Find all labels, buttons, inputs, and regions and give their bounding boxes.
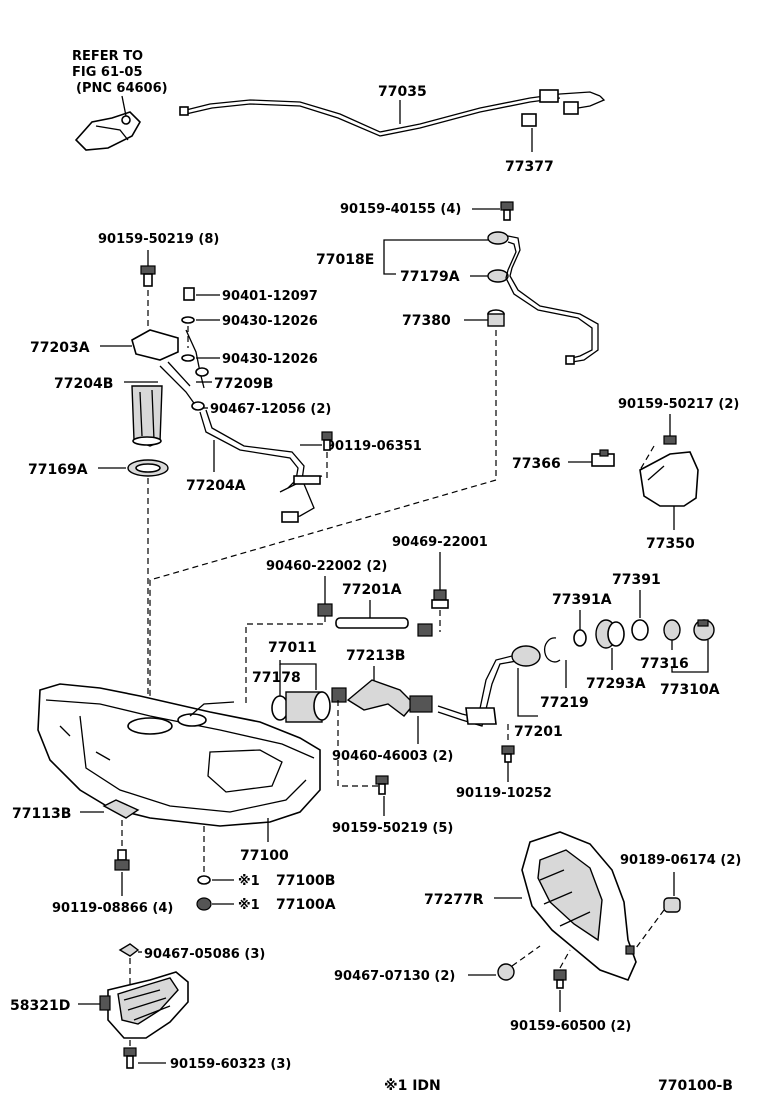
label-90119-06351: 90119-06351 [326,439,422,454]
clamp-90460-22002 [317,603,333,617]
bolt-90119-10252 [501,745,515,763]
bolt-90159-50219-5 [375,775,389,795]
label-77018E: 77018E [316,252,374,268]
label-58321D: 58321D [10,998,70,1014]
ring-77391A [573,629,587,647]
fuel-line-77204A [199,409,323,523]
label-90460-22002: 90460-22002 (2) [266,559,387,574]
clip-90469-22001 [431,589,449,609]
lever-assembly-drawing [74,95,141,151]
label-77201A: 77201A [342,582,402,598]
filler-cap-77310A [663,619,715,641]
bolt-90119-08866 [114,849,130,871]
label-90189-06174: 90189-06174 (2) [620,853,741,868]
bolt-90159-60500 [553,969,567,989]
label-77391A: 77391A [552,592,612,608]
bolt-90159-50219-8 [140,265,156,287]
label-90119-10252: 90119-10252 [456,786,552,801]
label-77310A: 77310A [660,682,720,698]
lid-spring-77366 [591,449,615,467]
gasket-77219 [543,637,561,663]
label-77169A: 77169A [28,462,88,478]
label-77391: 77391 [612,572,661,588]
fuel-pump-drawing [131,329,209,447]
label-77179A: 77179A [400,269,460,285]
label-77213B: 77213B [346,648,405,664]
bolt-90159-60323 [123,1047,137,1069]
shield-58321D [99,971,189,1039]
fuel-tank-77100 [37,683,321,827]
label-90460-46003: 90460-46003 (2) [332,749,453,764]
label-90159-40155: 90159-40155 (4) [340,202,461,217]
breather-hose-77201A [335,617,433,637]
valve-77380 [487,309,505,327]
label-90159-60500: 90159-60500 (2) [510,1019,631,1034]
label-77035: 77035 [378,84,427,100]
label-90159-50217: 90159-50217 (2) [618,397,739,412]
label-77011: 77011 [268,640,317,656]
label-90467-05086: 90467-05086 (3) [144,947,265,962]
grommet-77100A [196,897,212,911]
fuel-lid-77350 [639,451,699,507]
label-77204B: 77204B [54,376,113,392]
filler-neck-77011 [271,687,347,723]
bolt-90159-40155 [500,201,514,221]
refer-line-3: (PNC 64606) [76,81,168,96]
refer-note: REFER TO FIG 61-05 (PNC 64606) [72,49,168,96]
refer-line-1: REFER TO [72,49,143,64]
label-90159-60323: 90159-60323 (3) [170,1057,291,1072]
clip-90467-07130 [497,963,515,981]
label-77100A: 77100A [276,897,336,913]
label-77277R: 77277R [424,892,484,908]
bolt-90119-06351 [321,431,333,451]
label-77113B: 77113B [12,806,71,822]
label-90401-12097: 90401-12097 [222,289,318,304]
pump-gasket-77169A [127,459,169,477]
figure-code: 770100-B [658,1078,733,1094]
label-90467-07130: 90467-07130 (2) [334,969,455,984]
clip-90467-05086 [118,943,140,957]
opener-cable-drawing [179,89,606,137]
label-77100: 77100 [240,848,289,864]
ring-77391 [631,619,649,641]
label-77377: 77377 [505,159,554,175]
grommet-77100B [197,875,211,885]
label-90467-12056: 90467-12056 (2) [210,402,331,417]
bolt-90159-50217 [663,435,677,445]
label-77366: 77366 [512,456,561,472]
label-77203A: 77203A [30,340,90,356]
mark-77100B: ※1 [238,874,260,889]
label-90430-12026-b: 90430-12026 [222,352,318,367]
filler-hose-77213B [346,679,433,717]
label-77380: 77380 [402,313,451,329]
label-90119-08866: 90119-08866 (4) [52,901,173,916]
clip-90189-06174 [663,897,681,913]
protector-77277R [521,831,637,982]
label-77204A: 77204A [186,478,246,494]
label-77219: 77219 [540,695,589,711]
label-77350: 77350 [646,536,695,552]
footer-note: ※1 IDN [384,1078,441,1094]
label-90159-50219-5: 90159-50219 (5) [332,821,453,836]
label-77209B: 77209B [214,376,273,392]
label-90430-12026-a: 90430-12026 [222,314,318,329]
refer-line-2: FIG 61-05 [72,65,143,80]
label-77201: 77201 [514,724,563,740]
label-77178: 77178 [252,670,301,686]
band-77113B [102,799,140,819]
label-90159-50219-8: 90159-50219 (8) [98,232,219,247]
filler-pipe-77201 [437,645,541,727]
label-90469-22001: 90469-22001 [392,535,488,550]
label-77293A: 77293A [586,676,646,692]
label-77100B: 77100B [276,873,335,889]
mark-77100A: ※1 [238,898,260,913]
label-77316: 77316 [640,656,689,672]
vent-tube-drawing [487,231,599,365]
filler-cap-gasket-77293A [595,619,625,649]
